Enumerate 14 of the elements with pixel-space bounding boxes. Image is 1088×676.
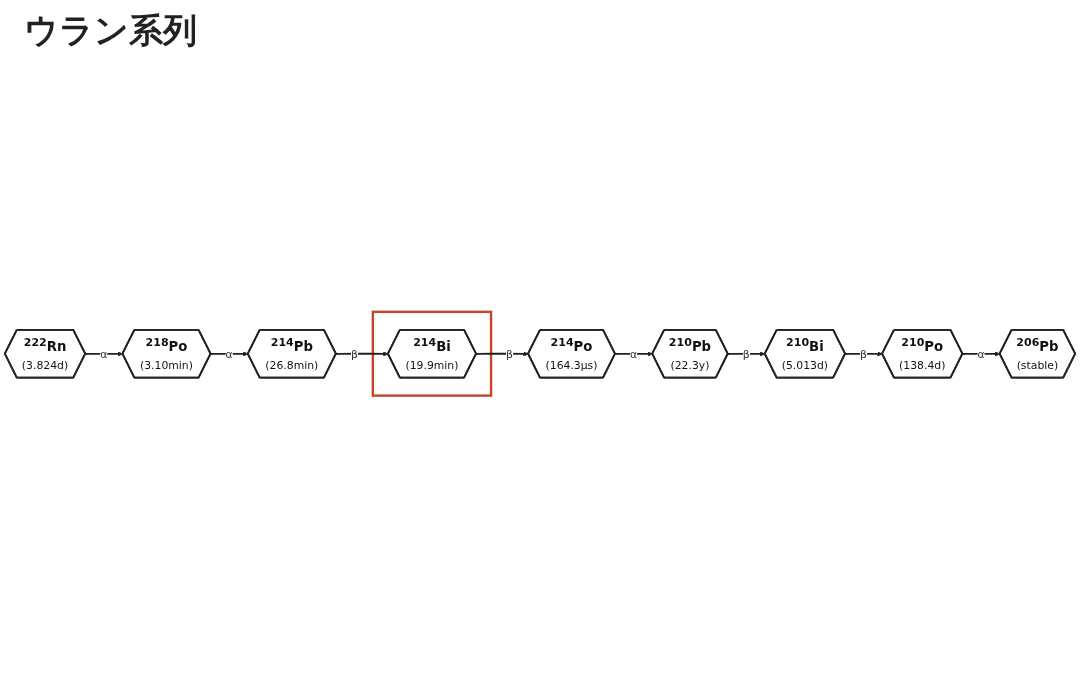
edge-label: α [225,347,233,361]
edge-label: β [742,347,750,361]
edge-label: β [350,347,358,361]
arrow [209,351,249,357]
cluster [371,310,493,398]
edge-label: α [100,347,108,361]
edge-label: β [860,347,868,361]
arrow [727,351,766,357]
edge-label: β [506,347,513,361]
diagram-title: ウラン系列 [24,9,198,52]
edge-label: α [977,347,985,361]
arrow [84,351,123,357]
edge-label: α [630,347,638,361]
arrow [614,351,653,357]
